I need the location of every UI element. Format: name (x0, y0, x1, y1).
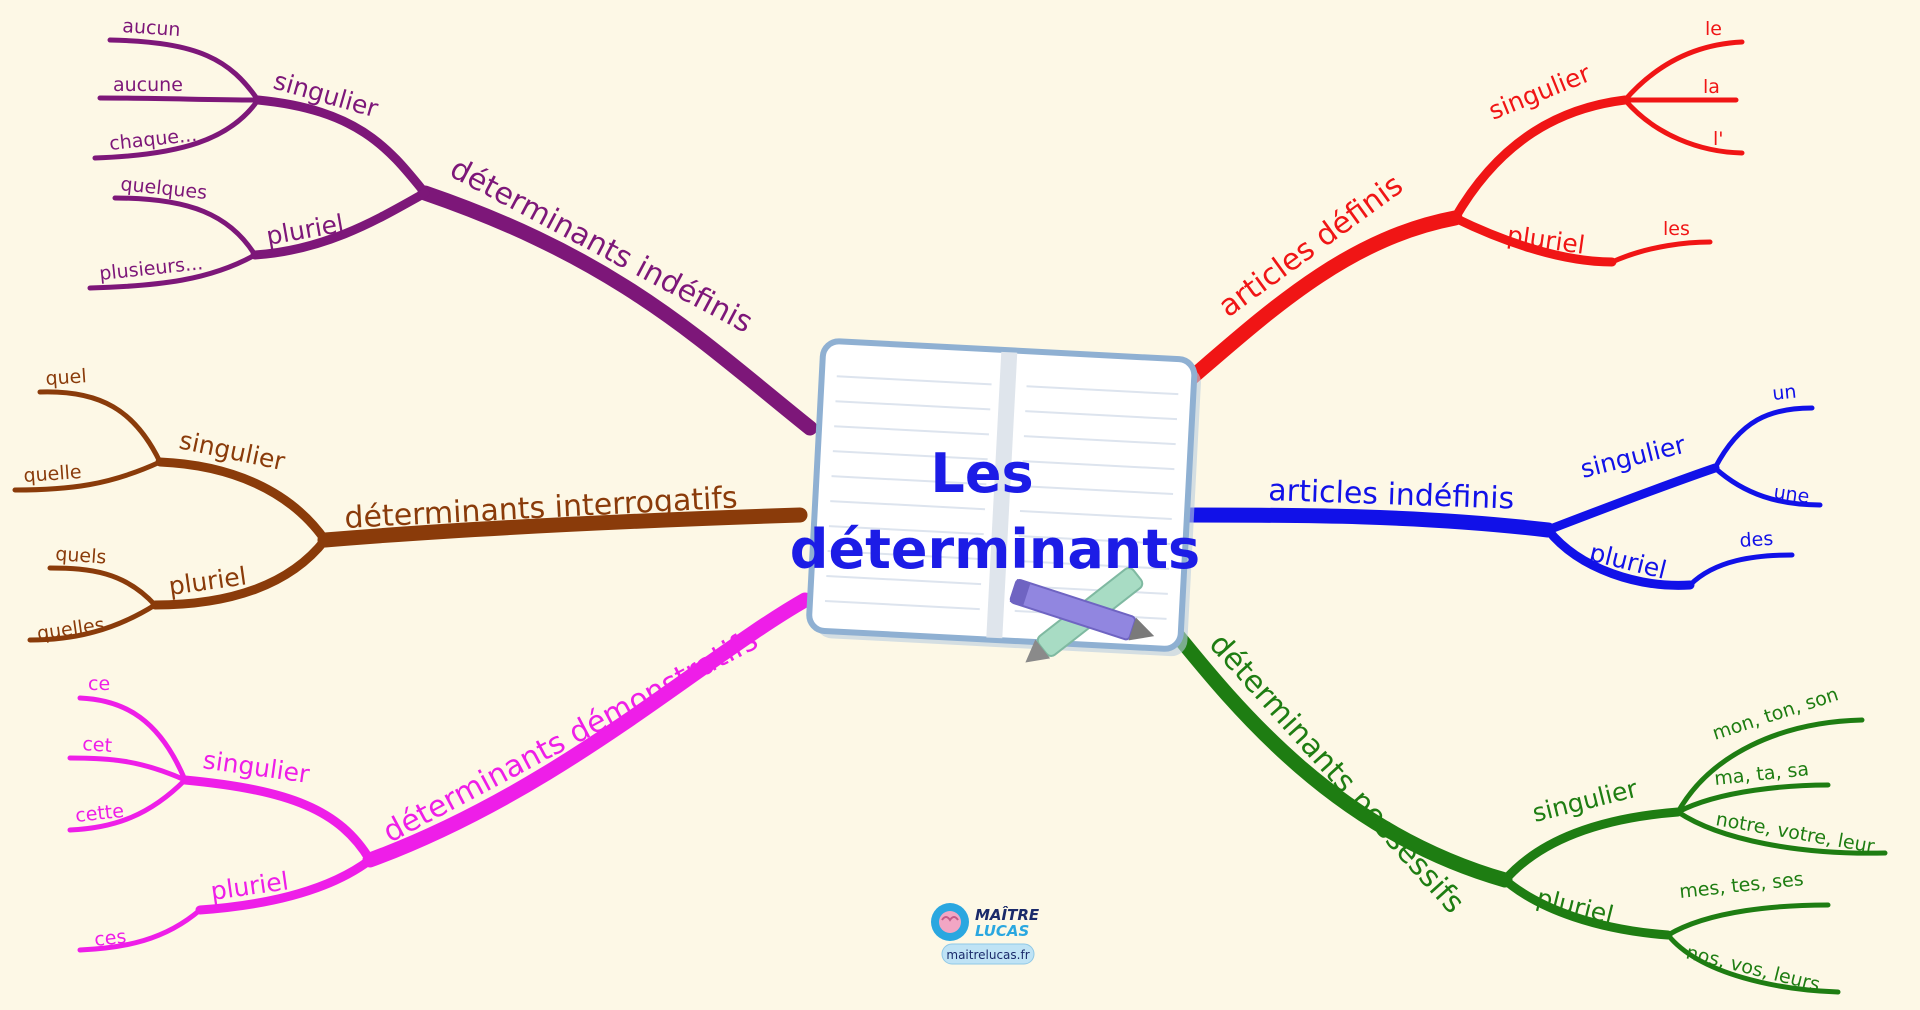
title-line-1: Les (930, 442, 1033, 505)
leaf-indefinis-2: chaque... (108, 124, 198, 155)
notebook-icon (806, 338, 1201, 657)
branch-label-articles-indefinis: articles indéfinis (1268, 473, 1515, 517)
title-line-2: déterminants (790, 518, 1200, 581)
sub-label-definis-pluriel: pluriel (1505, 220, 1586, 260)
logo-url-pill (941, 943, 1035, 965)
brain-logo-icon (931, 903, 969, 941)
pen-icon (1009, 567, 1155, 663)
sub-label-possessifs-pluriel: pluriel (1534, 883, 1617, 930)
branch-demonstratifs (67, 592, 813, 953)
leaf-articles-indefinis-0: un (1771, 381, 1797, 405)
leaf-definis-0: le (1705, 18, 1722, 40)
leaf-indefinis-1: aucune (113, 74, 183, 96)
sub-label-articles-indefinis-singulier: singulier (1577, 430, 1689, 484)
leaf-interrogatifs-1: quelle (23, 461, 82, 487)
branch-label-possessifs: déterminants possessifs (1202, 627, 1471, 920)
branch-possessifs (1157, 612, 1888, 995)
logo-line-2: LUCAS (975, 922, 1029, 940)
leaf-indefinis-0: aucun (122, 15, 182, 41)
branch-definis (1160, 39, 1745, 406)
branch-interrogatifs (12, 389, 808, 643)
leaf-definis-2: l' (1713, 128, 1724, 150)
leaf-interrogatifs-0: quel (45, 365, 88, 390)
leaf-interrogatifs-3: quelles (36, 614, 106, 645)
branch-articles-indefinis (1177, 405, 1823, 590)
leaf-articles-indefinis-2: des (1739, 528, 1774, 552)
logo-line-1: MAÎTRE (975, 905, 1040, 924)
leaf-possessifs-4: nos, vos, leurs (1684, 942, 1822, 997)
leaf-articles-indefinis-1: une (1772, 481, 1810, 508)
leaf-demonstratifs-0: ce (88, 673, 110, 695)
leaf-definis-3: les (1663, 218, 1690, 240)
leaf-interrogatifs-2: quels (55, 543, 107, 569)
leaf-possessifs-3: mes, tes, ses (1678, 868, 1804, 903)
branch-label-demonstratifs: déterminants démonstratifs (377, 622, 763, 850)
leaf-demonstratifs-3: ces (93, 926, 127, 951)
leaf-demonstratifs-2: cette (74, 800, 125, 827)
branch-label-indefinis: déterminants indéfinis (444, 151, 758, 340)
leaf-demonstratifs-1: cet (82, 733, 113, 757)
sub-label-definis-singulier: singulier (1484, 58, 1595, 125)
branch-indefinis (87, 37, 818, 436)
logo-url[interactable]: maitrelucas.fr (946, 948, 1029, 962)
leaf-definis-1: la (1703, 76, 1720, 98)
